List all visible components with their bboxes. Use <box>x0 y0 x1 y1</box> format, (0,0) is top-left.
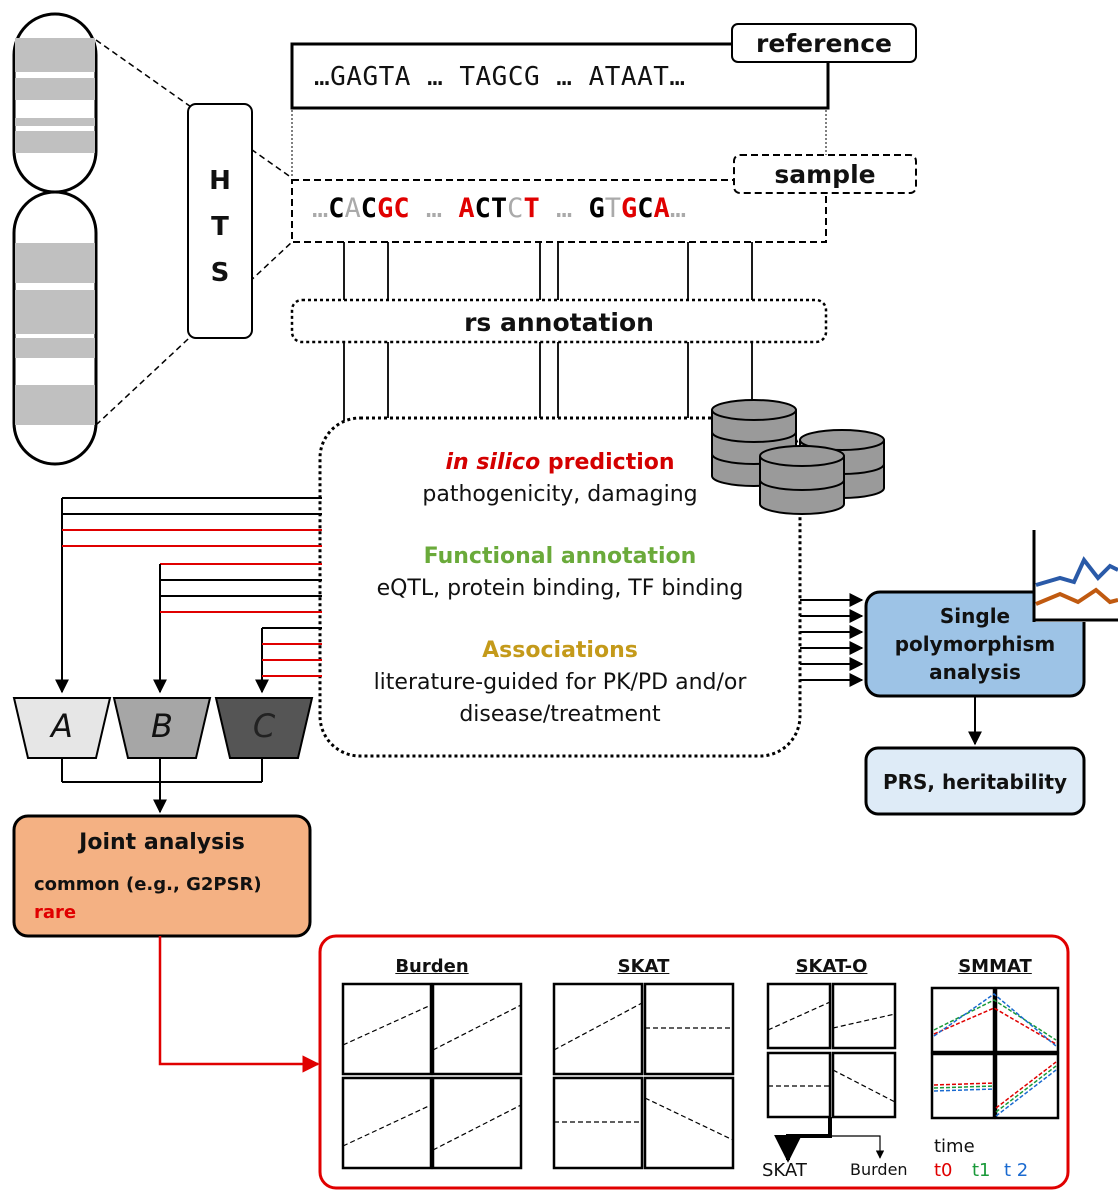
reference-sequence: …GAGTA … TAGCG … ATAAT… <box>314 62 686 92</box>
time-t1: t1 <box>972 1160 991 1181</box>
group-c-funnel <box>214 697 314 759</box>
sample-base: T <box>604 193 622 224</box>
burden-grid <box>341 982 523 1170</box>
line-plot-icon <box>1032 530 1118 622</box>
smmat-title: SMMAT <box>958 956 1032 977</box>
functional-detail: eQTL, protein binding, TF binding <box>376 576 744 601</box>
sample-base: G <box>621 193 638 224</box>
skato-grid <box>766 982 897 1119</box>
sample-base: A <box>344 193 361 224</box>
skato-burden-arrow <box>832 1135 885 1159</box>
sample-base: C <box>360 193 378 224</box>
insilico-detail: pathogenicity, damaging <box>422 482 698 507</box>
funnel-merge <box>61 758 263 814</box>
time-label: time <box>934 1136 975 1157</box>
skat-grid <box>552 982 735 1170</box>
smmat-grid <box>930 986 1060 1120</box>
reference-label: reference <box>756 29 892 58</box>
joint-title: Joint analysis <box>79 830 245 855</box>
joint-analysis-box <box>12 814 312 938</box>
single-line-3: analysis <box>929 660 1021 684</box>
single-line-1: Single <box>939 604 1011 628</box>
time-t2: t 2 <box>1004 1160 1029 1181</box>
skato-title: SKAT-O <box>795 956 868 977</box>
burden-title: Burden <box>395 956 469 977</box>
sample-separator: … <box>409 193 459 224</box>
insilico-italic: in silico <box>445 450 541 475</box>
sample-base: A <box>458 193 475 224</box>
sample-base: G <box>377 193 394 224</box>
prs-label: PRS, heritability <box>882 770 1068 794</box>
chromosome-icon <box>12 12 98 466</box>
hts-box <box>187 103 253 339</box>
database-icon <box>711 399 885 515</box>
hts-letter-h: H <box>209 166 231 196</box>
associations-title: Associations <box>482 638 638 663</box>
sample-base: … <box>312 193 329 224</box>
hts-letter-s: S <box>210 258 230 288</box>
single-line-2: polymorphism <box>894 632 1056 656</box>
sample-base: T <box>523 193 540 224</box>
variant-lines <box>343 242 753 425</box>
skato-burden-label: Burden <box>850 1160 908 1179</box>
skato-skat-label: SKAT <box>762 1160 807 1181</box>
sample-base: C <box>393 193 410 224</box>
prs-box <box>864 746 1086 816</box>
sample-base: C <box>507 193 524 224</box>
joint-rare: rare <box>34 902 77 923</box>
sample-base: C <box>474 193 491 224</box>
sample-base: T <box>490 193 508 224</box>
group-connectors <box>55 497 322 694</box>
group-a-funnel <box>12 697 112 759</box>
associations-detail-2: disease/treatment <box>459 702 661 727</box>
group-c-label: C <box>252 707 276 745</box>
sample-base: … <box>669 193 687 224</box>
annotation-panel <box>318 416 802 758</box>
skat-title: SKAT <box>617 956 670 977</box>
sample-label: sample <box>774 160 876 189</box>
rs-annotation-box <box>290 298 828 344</box>
sample-base: C <box>637 193 654 224</box>
functional-title: Functional annotation <box>423 544 697 569</box>
insilico-rest: prediction <box>540 450 675 475</box>
reference-tab <box>731 23 917 63</box>
sample-base: G <box>588 193 605 224</box>
insilico-title: in silico prediction <box>330 452 790 474</box>
sample-base: A <box>653 193 670 224</box>
rs-annotation-label: rs annotation <box>464 308 654 337</box>
associations-detail-1: literature-guided for PK/PD and/or <box>373 670 747 695</box>
sample-tab <box>733 154 917 194</box>
annotation-to-single-arrows <box>800 593 864 687</box>
joint-to-methods-arrow <box>158 936 320 1073</box>
time-t0: t0 <box>934 1160 953 1181</box>
sample-separator: … <box>539 193 589 224</box>
sample-base: C <box>328 193 345 224</box>
skato-skat-arrow <box>774 1117 832 1163</box>
joint-common: common (e.g., G2PSR) <box>34 874 262 895</box>
group-a-label: A <box>51 707 73 745</box>
sample-sequence: …CACGC … ACTCT … GTGCA… <box>312 195 686 222</box>
group-b-label: B <box>151 707 173 745</box>
group-b-funnel <box>112 697 212 759</box>
hts-letter-t: T <box>211 212 229 242</box>
